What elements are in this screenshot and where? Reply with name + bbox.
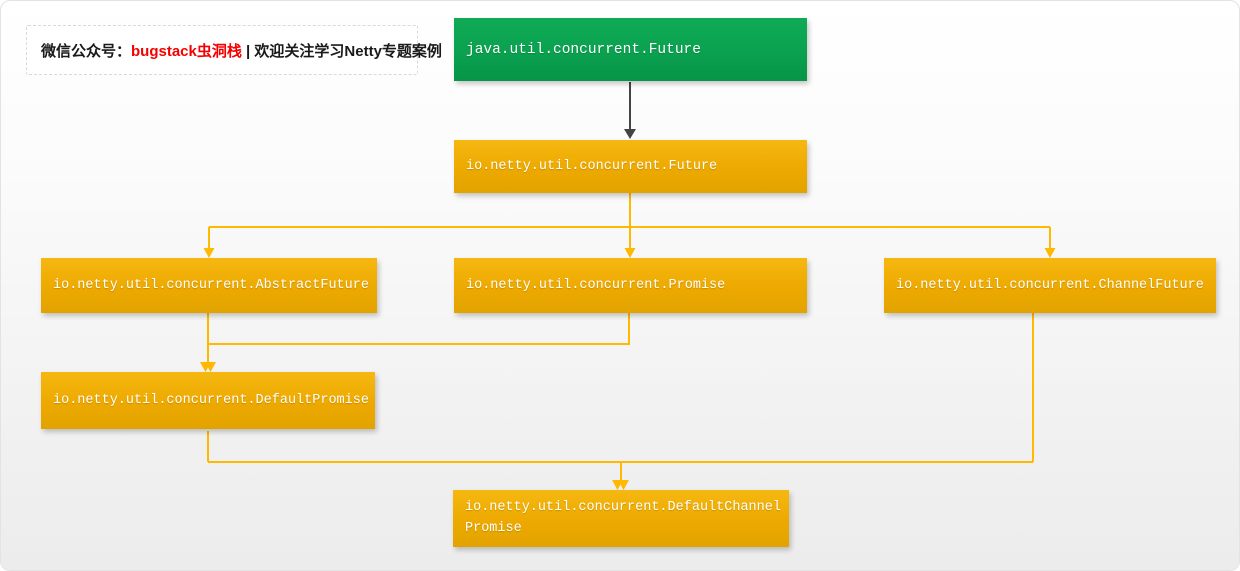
node-io-netty-util-concurrent-abstractfuture: io.netty.util.concurrent.AbstractFuture xyxy=(41,258,377,313)
node-io-netty-util-concurrent-defaultpromise: io.netty.util.concurrent.DefaultPromise xyxy=(41,372,375,429)
edge-nettyfuture-to-children xyxy=(203,193,1056,258)
node-label: java.util.concurrent.Future xyxy=(466,41,701,58)
watermark-brand: bugstack虫洞栈 xyxy=(131,42,242,60)
node-io-netty-util-concurrent-promise: io.netty.util.concurrent.Promise xyxy=(454,258,807,313)
node-java-util-concurrent-future: java.util.concurrent.Future xyxy=(454,18,807,81)
watermark-suffix: | 欢迎关注学习Netty专题案例 xyxy=(241,42,442,60)
node-io-netty-util-concurrent-channelfuture: io.netty.util.concurrent.ChannelFuture xyxy=(884,258,1216,313)
node-io-netty-util-concurrent-future: io.netty.util.concurrent.Future xyxy=(454,140,807,193)
watermark-badge: 微信公众号：bugstack虫洞栈 | 欢迎关注学习Netty专题案例 xyxy=(26,25,442,75)
node-io-netty-util-concurrent-defaultchannelpromise: io.netty.util.concurrent.DefaultChannelP… xyxy=(453,490,789,547)
edge-to-defaultpromise xyxy=(200,313,630,372)
node-label: io.netty.util.concurrent.DefaultPromise xyxy=(53,393,369,408)
node-label: io.netty.util.concurrent.AbstractFuture xyxy=(53,278,369,293)
node-label: io.netty.util.concurrent.DefaultChannelP… xyxy=(465,499,781,536)
node-label: io.netty.util.concurrent.Future xyxy=(466,159,718,174)
node-label: io.netty.util.concurrent.ChannelFuture xyxy=(896,278,1204,293)
edge-jdkfuture-to-nettyfuture xyxy=(624,82,636,139)
watermark-prefix: 微信公众号： xyxy=(41,42,132,60)
node-label: io.netty.util.concurrent.Promise xyxy=(466,278,726,293)
